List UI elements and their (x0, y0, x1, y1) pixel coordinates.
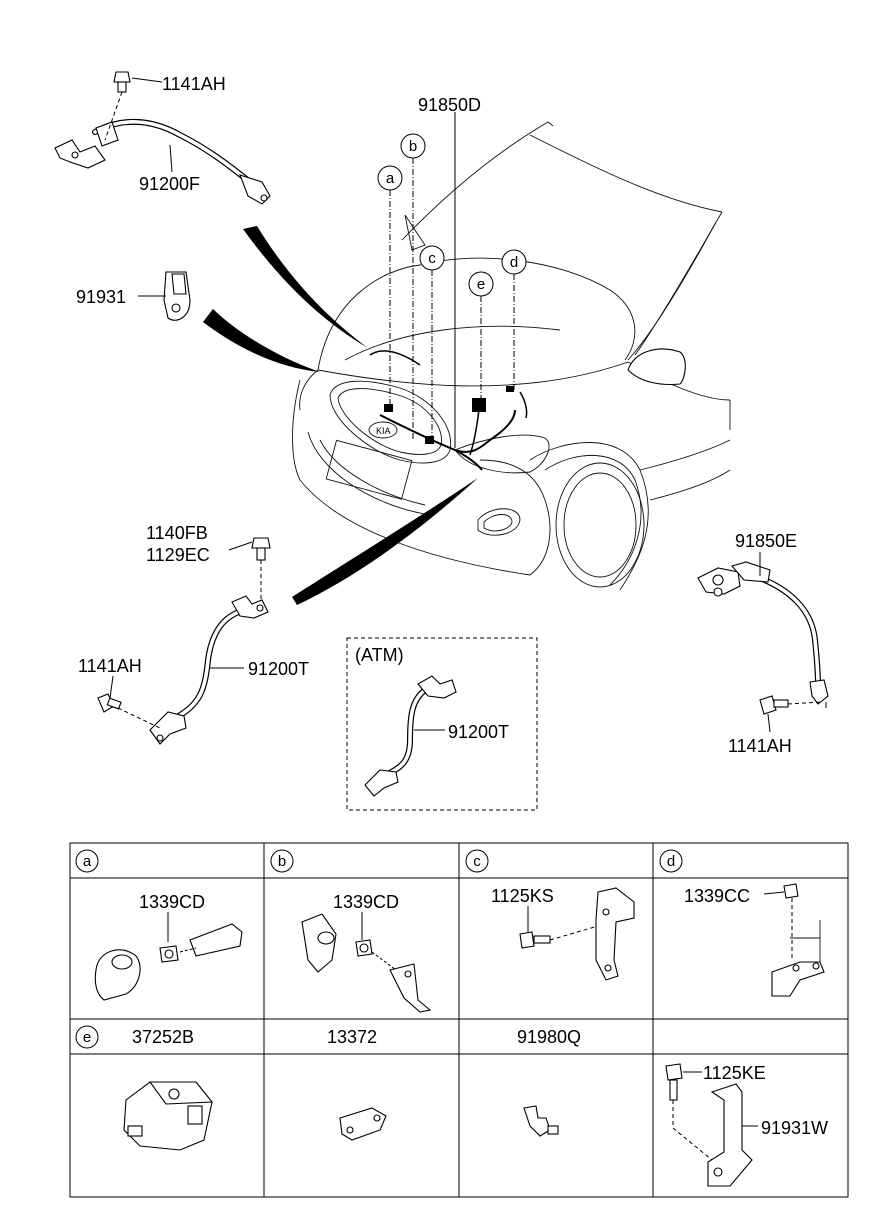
part-91931 (138, 271, 191, 321)
label-1140FB: 1140FB (146, 523, 208, 543)
table-part-91980Q: 91980Q (517, 1027, 581, 1047)
table-part-91931W: 91931W (761, 1118, 828, 1138)
label-91200T: 91200T (248, 659, 309, 679)
callout-d-label: d (510, 254, 518, 271)
label-1141AH-left: 1141AH (78, 656, 142, 676)
callout-c: c (419, 245, 445, 271)
part-91200F (54, 71, 271, 205)
table-part-1125KE: 1125KE (703, 1063, 766, 1083)
car-illustration: KIA (292, 121, 731, 591)
label-91200F: 91200F (139, 174, 200, 194)
label-1141AH-right: 1141AH (728, 736, 792, 756)
svg-text:KIA: KIA (376, 426, 391, 436)
callout-b-label: b (409, 138, 417, 155)
callout-e: e (468, 271, 494, 297)
table-a-part: 1339CD (139, 892, 205, 912)
table-part-37252B: 37252B (132, 1027, 194, 1047)
label-1129EC: 1129EC (146, 545, 210, 565)
table-key-b: b (278, 853, 286, 870)
table-d-part: 1339CC (684, 886, 750, 906)
pointer-wedge (203, 309, 320, 372)
callout-e-label: e (477, 276, 485, 293)
callout-b: b (400, 133, 426, 159)
part-91200T (97, 537, 271, 745)
table-key-d: d (667, 853, 675, 870)
label-atm: (ATM) (355, 645, 404, 665)
table-key-a: a (83, 853, 92, 870)
table-key-e: e (83, 1029, 91, 1046)
callout-a: a (377, 165, 403, 191)
pointer-wedge (243, 226, 368, 348)
atm-box (346, 637, 538, 811)
label-91850E: 91850E (735, 531, 797, 551)
table-part-13372: 13372 (327, 1027, 377, 1047)
parts-table: a b c d e 37252B 13372 91980Q 1339CD 133… (69, 842, 849, 1198)
pointer-wedge (292, 478, 478, 605)
label-1141AH-top: 1141AH (162, 74, 226, 94)
callout-a-label: a (386, 170, 395, 187)
label-91200T-atm: 91200T (448, 722, 509, 742)
table-key-c: c (473, 853, 481, 870)
table-b-part: 1339CD (333, 892, 399, 912)
table-c-part: 1125KS (491, 886, 554, 906)
callout-c-label: c (428, 250, 436, 267)
part-91850E (697, 552, 829, 733)
callout-d: d (501, 249, 527, 275)
label-91850D: 91850D (418, 95, 481, 115)
label-91931: 91931 (76, 287, 126, 307)
